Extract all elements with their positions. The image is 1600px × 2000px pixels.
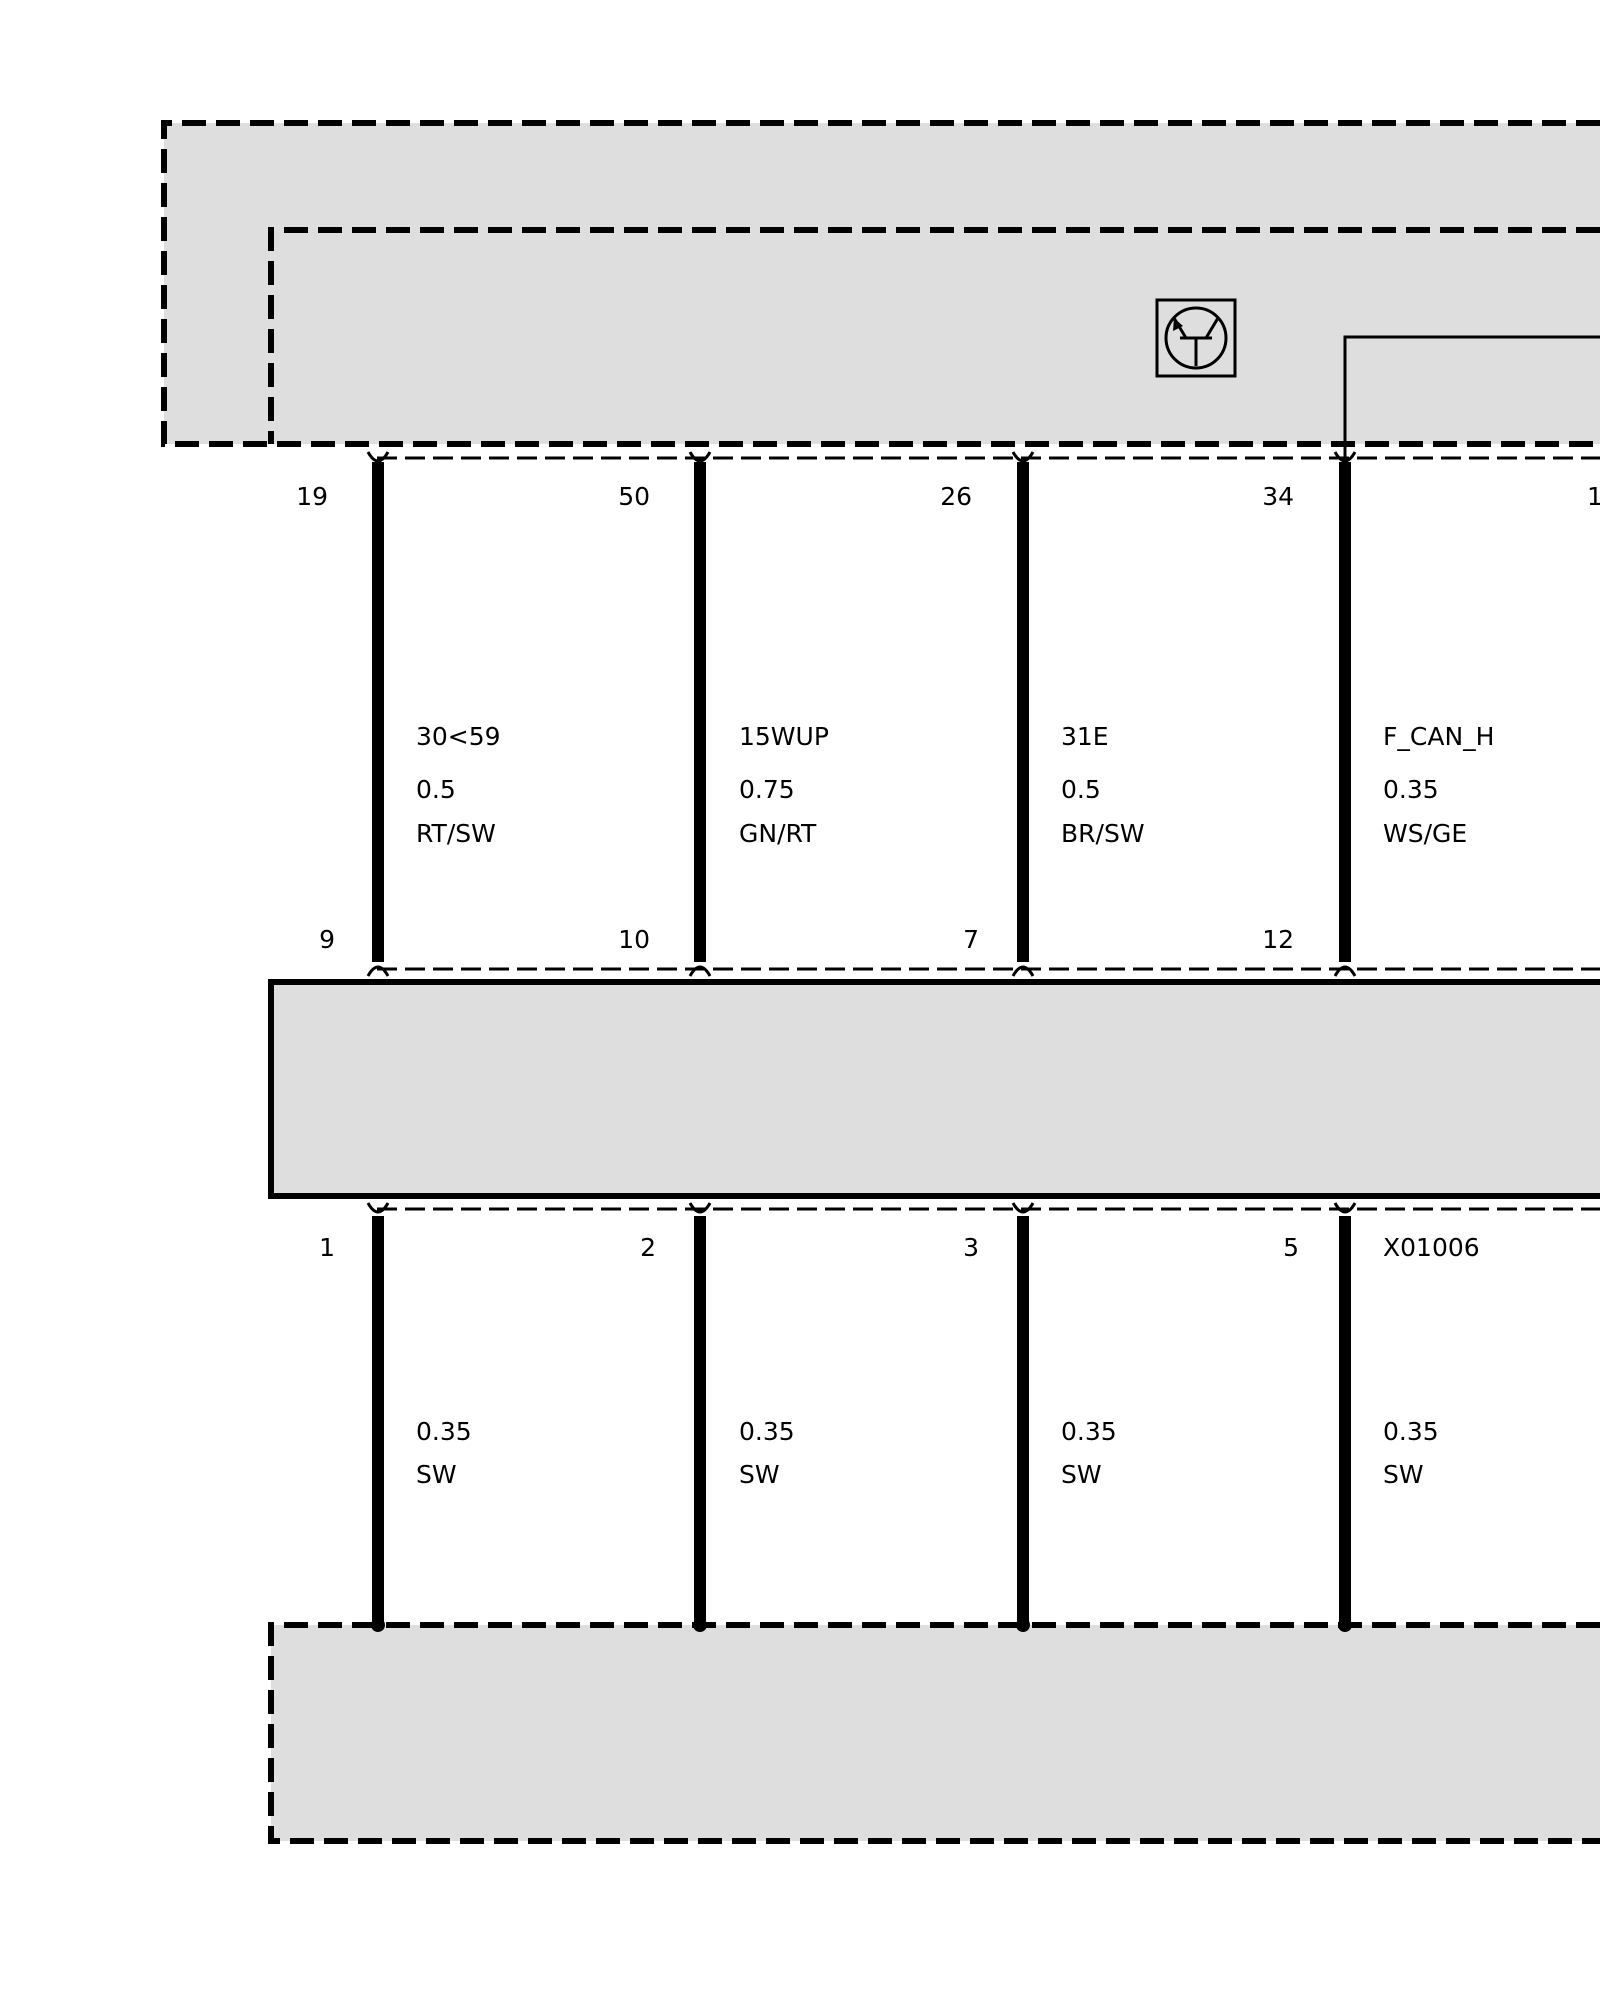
wire-signal-label: F_CAN_H	[1383, 722, 1494, 751]
bottom-pin-label: 1	[319, 1233, 335, 1262]
wire-color-label: RT/SW	[416, 819, 496, 848]
top-pin-label: 26	[940, 482, 972, 511]
wire-signal-label: 15WUP	[739, 722, 829, 751]
inner-module-housing	[268, 227, 1600, 444]
wire-signal-label: 31E	[1061, 722, 1109, 751]
wire-color-label: WS/GE	[1383, 819, 1467, 848]
bottom-pin-label: 2	[640, 1233, 656, 1262]
wire-26-7: 26 31E 0.5 BR/SW 7 3 0.35 SW	[940, 451, 1145, 1632]
top-pin-label: 34	[1262, 482, 1294, 511]
wire-gauge-label: 0.5	[1061, 775, 1101, 804]
middle-connector-block	[268, 979, 1600, 1199]
mid-pin-label: 12	[1262, 925, 1294, 954]
bottom-pin-label: 5	[1283, 1233, 1299, 1262]
bottom-wire-gauge-label: 0.35	[739, 1417, 795, 1446]
bottom-module-housing	[268, 1622, 1600, 1844]
outer-module-housing	[161, 120, 1600, 447]
internal-signal-line	[1343, 335, 1600, 458]
wire-signal-label: 30<59	[416, 722, 501, 751]
bottom-wire-color-label: SW	[1383, 1460, 1424, 1489]
bottom-pin-label: 3	[963, 1233, 979, 1262]
wire-34-12: 34 F_CAN_H 0.35 WS/GE 12 5 0.35 SW	[1262, 451, 1494, 1632]
connector-label: X01006	[1383, 1233, 1480, 1262]
bottom-wire-gauge-label: 0.35	[416, 1417, 472, 1446]
partial-pin-label: 1	[1587, 482, 1600, 511]
wire-gauge-label: 0.35	[1383, 775, 1439, 804]
mid-pin-label: 7	[963, 925, 979, 954]
wire-color-label: BR/SW	[1061, 819, 1145, 848]
wire-gauge-label: 0.5	[416, 775, 456, 804]
top-pin-label: 50	[618, 482, 650, 511]
transistor-icon	[1155, 298, 1237, 378]
bottom-wire-color-label: SW	[739, 1460, 780, 1489]
mid-pin-label: 10	[618, 925, 650, 954]
wire-19-9: 19 30<59 0.5 RT/SW 9 1 0.35 SW	[296, 451, 501, 1632]
top-pin-label: 19	[296, 482, 328, 511]
bottom-wire-color-label: SW	[1061, 1460, 1102, 1489]
bottom-wire-gauge-label: 0.35	[1383, 1417, 1439, 1446]
wire-gauge-label: 0.75	[739, 775, 795, 804]
bottom-wire-gauge-label: 0.35	[1061, 1417, 1117, 1446]
wire-50-10: 50 15WUP 0.75 GN/RT 10 2 0.35 SW	[618, 451, 829, 1632]
wire-color-label: GN/RT	[739, 819, 817, 848]
bottom-wire-color-label: SW	[416, 1460, 457, 1489]
mid-pin-label: 9	[319, 925, 335, 954]
